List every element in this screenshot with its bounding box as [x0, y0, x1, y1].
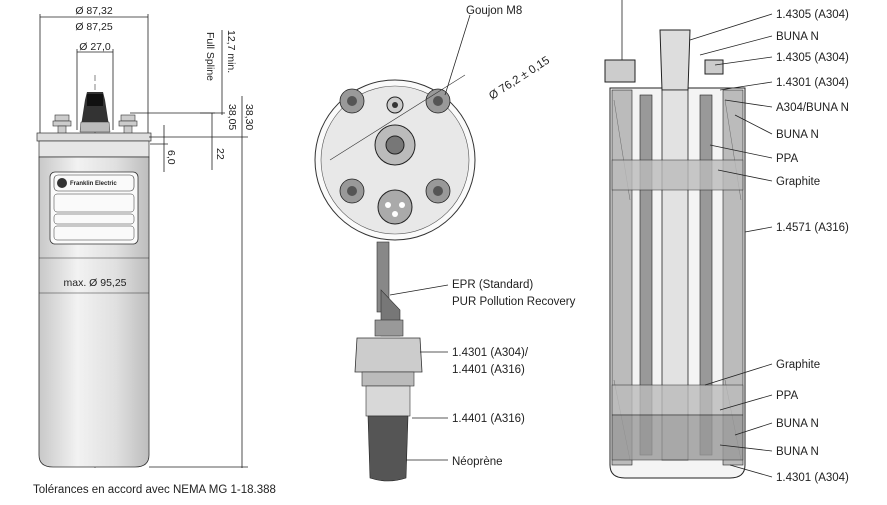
dim-flange: 6,0 — [165, 150, 177, 165]
dim-outer-max: Ø 87,32 — [75, 5, 113, 17]
dim-height-max: 38,30 — [243, 104, 255, 130]
tolerance-note: Tolérances en accord avec NEMA MG 1-18.3… — [33, 484, 276, 496]
cable-label-pur: PUR Pollution Recovery — [452, 296, 576, 308]
section-label-buna-bottom-1: BUNA N — [776, 418, 819, 430]
cable-label-epr: EPR (Standard) — [452, 279, 533, 291]
dim-spline-note: Full Spline — [204, 32, 216, 81]
cable-label-nut-a304: 1.4301 (A304)/ — [452, 347, 529, 359]
section-label-ppa-bottom: PPA — [776, 390, 798, 402]
motor-side-view: Ø 87,32 Ø 87,25 Ø 27,0 — [33, 5, 276, 496]
section-label-studs: 1.4305 (A304) — [776, 52, 849, 64]
section-label-ppa-top: PPA — [776, 153, 798, 165]
dim-max-diameter: max. Ø 95,25 — [63, 277, 126, 289]
motor-section-view: 1.4305 (A304) BUNA N 1.4305 (A304) 1.430… — [604, 0, 849, 484]
section-label-a304-buna: A304/BUNA N — [776, 102, 849, 114]
section-label-shaft: 1.4305 (A304) — [776, 9, 849, 21]
motor-top-view: Goujon M8 Ø 76,2 ± 0,15 — [314, 5, 552, 241]
section-label-shell: 1.4571 (A316) — [776, 222, 849, 234]
section-label-graphite-bottom: Graphite — [776, 359, 820, 371]
dim-shaft-base: 22 — [214, 148, 226, 160]
dim-shaft: Ø 27,0 — [79, 41, 111, 53]
bolt-circle-dim: Ø 76,2 ± 0,15 — [487, 55, 552, 103]
stud-label: Goujon M8 — [466, 5, 522, 17]
cable-label-nut-a316: 1.4401 (A316) — [452, 364, 525, 376]
section-label-graphite-top: Graphite — [776, 176, 820, 188]
cable-label-neoprene: Néoprène — [452, 456, 503, 468]
section-label-buna-bottom-2: BUNA N — [776, 446, 819, 458]
nameplate: Franklin Electric — [49, 171, 139, 245]
section-label-buna-top: BUNA N — [776, 129, 819, 141]
dim-height-min: 38,05 — [226, 104, 238, 130]
nameplate-brand: Franklin Electric — [70, 181, 117, 187]
section-label-seal: BUNA N — [776, 31, 819, 43]
cable-connector-view: EPR (Standard) PUR Pollution Recovery 1.… — [354, 241, 576, 482]
cable-label-body: 1.4401 (A316) — [452, 413, 525, 425]
dim-spline-length: 12,7 min. — [225, 30, 237, 73]
section-label-head: 1.4301 (A304) — [776, 77, 849, 89]
dim-outer-min: Ø 87,25 — [75, 21, 113, 33]
section-label-base: 1.4301 (A304) — [776, 472, 849, 484]
